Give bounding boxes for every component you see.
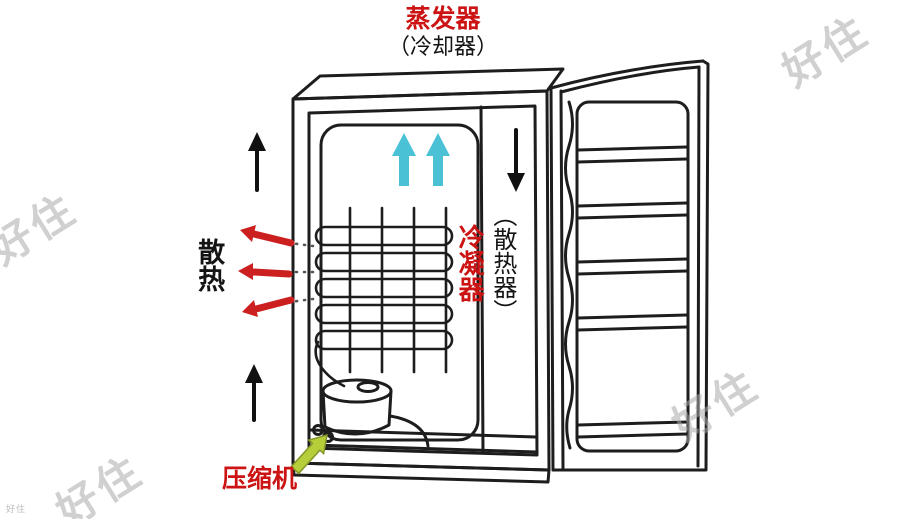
cold-air-up-arrows (392, 133, 450, 186)
compressor-label: 压缩机 (222, 465, 298, 493)
heat-dissipation-label: 散热 (194, 238, 225, 292)
condenser-label: 冷凝器 (455, 224, 486, 302)
fridge-door (549, 59, 710, 472)
airflow-black-arrows (245, 128, 525, 422)
cabinet-outline (291, 67, 565, 484)
evaporator-label: 蒸发器 (405, 5, 481, 33)
compressor-pointer-arrow (290, 433, 328, 475)
radiator-sublabel: （散热器） (488, 203, 516, 323)
cooler-sublabel: （冷却器） (387, 34, 498, 59)
heat-out-red-arrows (238, 225, 295, 317)
condenser-coils (314, 206, 454, 388)
compressor (312, 378, 430, 448)
